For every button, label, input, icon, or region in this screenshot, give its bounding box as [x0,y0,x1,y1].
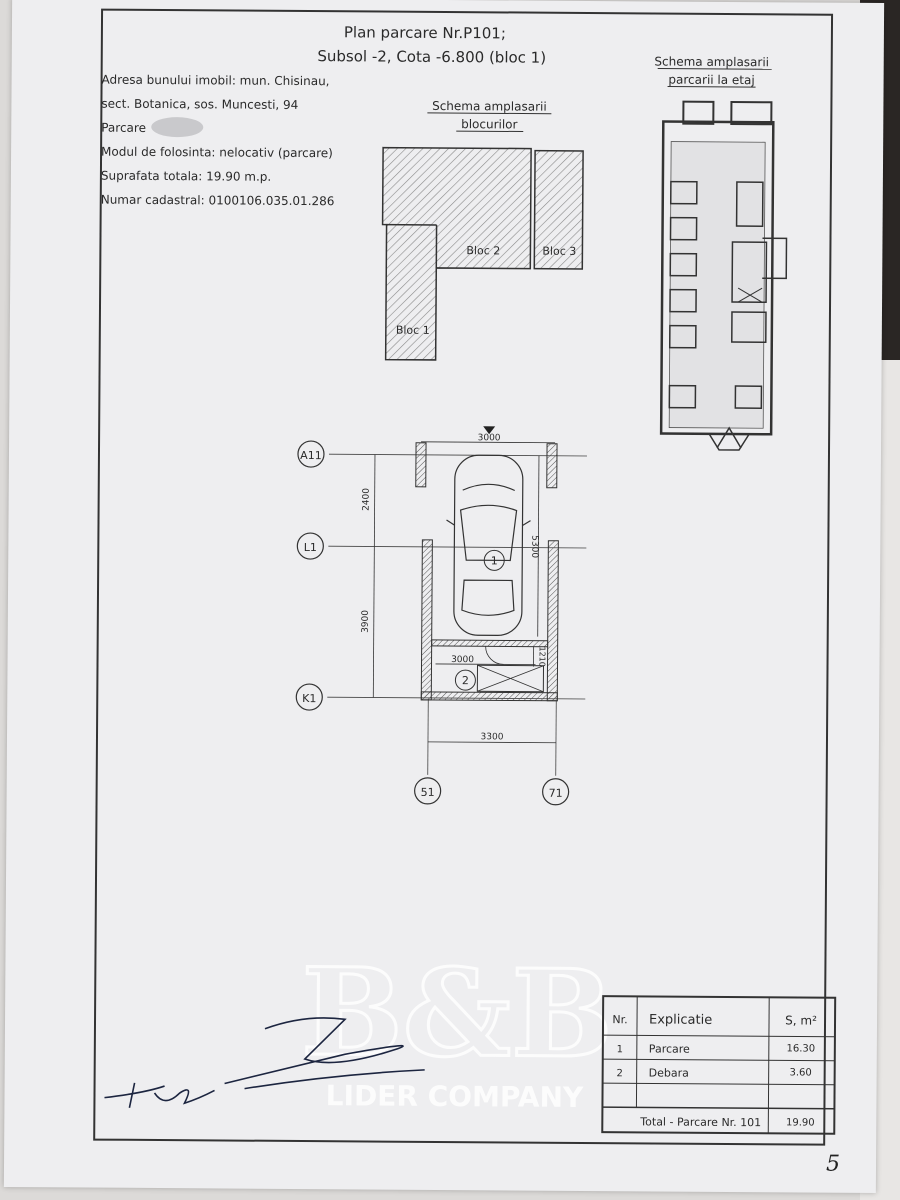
storage-box [476,664,545,693]
table-header-area: S, m² [785,1013,817,1027]
axis-l1: L1 [304,541,317,554]
property-info: Adresa bunului imobil: mun. Chisinau, se… [101,73,335,209]
table-row-2-area: 3.60 [790,1067,812,1078]
summary-table: Nr. Explicatie S, m² 1 Parcare 16.30 2 D… [601,995,837,1135]
document-page: Plan parcare Nr.P101; Subsol -2, Cota -6… [3,0,885,1194]
block-1-label: Bloc 1 [396,324,430,337]
wall-left [420,539,433,701]
table-row-1-area: 16.30 [786,1043,815,1054]
table-header-nr: Nr. [612,1013,627,1026]
block-3-label: Bloc 3 [542,245,576,258]
wall-bottom [420,691,558,702]
handwritten-signature [104,1017,425,1108]
column-left [415,442,427,488]
table-header-explicatie: Explicatie [649,1012,712,1027]
block-schema: Schema amplasarii blocurilor Bloc 1 Bloc… [381,99,584,361]
dim-upper-height: 2400 [362,488,372,511]
room-number-1: 1 [491,554,498,567]
redacted-blur [151,117,204,138]
parking-label: Parcare [101,121,146,135]
cadastral-number: Numar cadastral: 0100106.035.01.286 [101,193,335,209]
column-right [546,443,558,489]
dim-total-width: 3300 [481,732,504,742]
floor-schema: Schema amplasarii parcarii la etaj [654,54,788,451]
wall-right [546,540,559,702]
sheet-frame [93,8,834,1146]
axis-7: 71 [549,787,563,800]
page-number: 5 [826,1152,840,1177]
watermark: B&B LIDER COMPANY [299,941,614,1114]
table-row-2-name: Debara [649,1066,689,1079]
floor-plan-sheet: Plan parcare Nr.P101; Subsol -2, Cota -6… [93,8,840,1177]
parking-plan: A11 L1 K1 51 71 1 2 [295,426,587,806]
dim-storage-depth: 1210 [538,646,547,666]
dim-storage-width: 3000 [451,655,474,665]
address-line-2: sect. Botanica, sos. Muncesti, 94 [101,97,298,112]
watermark-logo: B&B [301,942,613,1085]
dim-top-width: 3000 [478,433,501,443]
total-area: Suprafata totala: 19.90 m.p. [101,169,271,184]
plan-subtitle: Subsol -2, Cota -6.800 (bloc 1) [317,47,546,67]
axis-k1: K1 [302,692,316,705]
watermark-company: LIDER COMPANY [326,1079,584,1114]
block-schema-title-2: blocurilor [461,117,518,131]
north-arrow [483,426,496,435]
floor-schema-title-1: Schema amplasarii [654,54,769,69]
table-row-1-nr: 1 [617,1044,623,1055]
car-outline [446,454,531,636]
dim-lower-height: 3900 [361,610,371,633]
plan-title: Plan parcare Nr.P101; [344,23,506,42]
block-2-label: Bloc 2 [466,244,500,257]
usage-mode: Modul de folosinta: nelocativ (parcare) [101,145,333,161]
block-schema-title-1: Schema amplasarii [432,99,547,114]
axis-a11: A11 [300,449,322,462]
room-number-2: 2 [462,674,469,687]
block-1-2-shape [381,146,532,361]
table-row-1-name: Parcare [649,1042,690,1055]
table-total-value: 19.90 [786,1117,815,1128]
axis-5: 51 [421,786,435,799]
storage-wall [431,639,549,648]
table-total-label: Total - Parcare Nr. 101 [639,1115,761,1129]
floor-schema-title-2: parcarii la etaj [668,73,754,88]
block-3-shape [533,149,584,270]
door-swing [485,646,504,665]
dim-spot-length: 5300 [529,535,539,558]
table-row-2-nr: 2 [616,1068,622,1079]
address-line-1: Adresa bunului imobil: mun. Chisinau, [102,73,330,89]
